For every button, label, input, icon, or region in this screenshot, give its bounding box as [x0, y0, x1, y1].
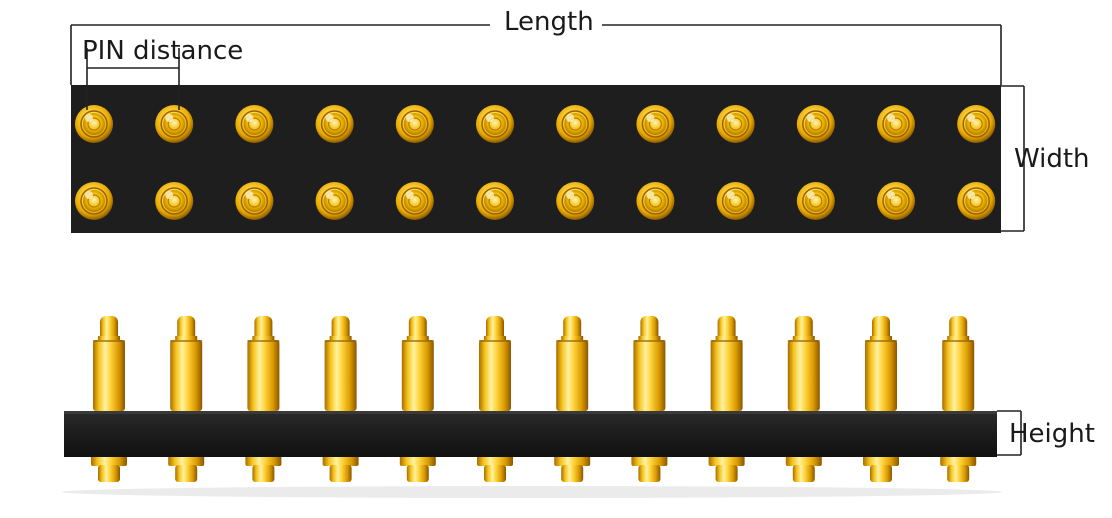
pin-side	[710, 316, 743, 411]
pin-pad	[235, 182, 274, 220]
width-dimension	[1001, 85, 1025, 232]
side-view-pins-lower	[91, 455, 977, 482]
pin-tail	[477, 455, 513, 482]
pin-pad	[796, 182, 835, 220]
pin-pad	[235, 105, 274, 143]
pin-tail	[785, 455, 822, 482]
pin-pad	[75, 182, 113, 220]
pin-pad	[75, 105, 113, 143]
pin-side	[787, 316, 820, 411]
pin-side	[942, 316, 975, 411]
pin-tail	[91, 455, 127, 482]
pin-side	[247, 316, 280, 411]
pin-pad	[315, 105, 354, 143]
side-view-pins-upper	[93, 316, 975, 411]
height-label: Height	[1009, 419, 1095, 449]
pin-side	[170, 316, 203, 411]
pin-pad	[476, 182, 514, 220]
pin-side	[479, 316, 511, 411]
pin-pad	[796, 105, 835, 143]
pin-pad	[877, 105, 915, 143]
pin-pad	[556, 105, 595, 143]
side-view-shadow	[62, 486, 1002, 498]
pin-tail	[399, 455, 436, 482]
top-view-body	[71, 85, 1001, 233]
pin-pad	[716, 182, 755, 220]
pin-tail	[631, 455, 668, 482]
pin-tail	[863, 455, 899, 482]
width-label: Width	[1014, 144, 1090, 174]
side-view-body	[64, 411, 997, 457]
pin-distance-label: PIN distance	[82, 36, 244, 66]
pin-pad	[155, 182, 194, 220]
pin-pad	[957, 105, 996, 143]
top-view-pins	[75, 105, 996, 220]
pin-pad	[395, 105, 434, 143]
pin-pad	[716, 105, 755, 143]
pin-side	[556, 316, 589, 411]
pin-pad	[556, 182, 595, 220]
pin-distance-dimension	[86, 48, 180, 110]
pin-pad	[155, 105, 194, 143]
pin-pad	[636, 105, 675, 143]
pin-tail	[168, 455, 205, 482]
pin-tail	[322, 455, 359, 482]
pin-side	[865, 316, 897, 411]
pin-side	[401, 316, 434, 411]
pin-pad	[315, 182, 354, 220]
pin-pad	[395, 182, 434, 220]
height-dimension	[997, 410, 1022, 456]
pin-side	[324, 316, 357, 411]
pin-side	[633, 316, 666, 411]
pin-tail	[940, 455, 977, 482]
pin-pad	[877, 182, 915, 220]
length-label: Length	[496, 9, 602, 35]
side-view-body-highlight	[64, 411, 997, 414]
pin-pad	[636, 182, 675, 220]
pin-side	[93, 316, 125, 411]
pin-pad	[957, 182, 996, 220]
pin-pad	[476, 105, 514, 143]
pin-tail	[554, 455, 591, 482]
pin-tail	[245, 455, 282, 482]
pin-tail	[708, 455, 745, 482]
length-dimension	[70, 24, 1002, 85]
